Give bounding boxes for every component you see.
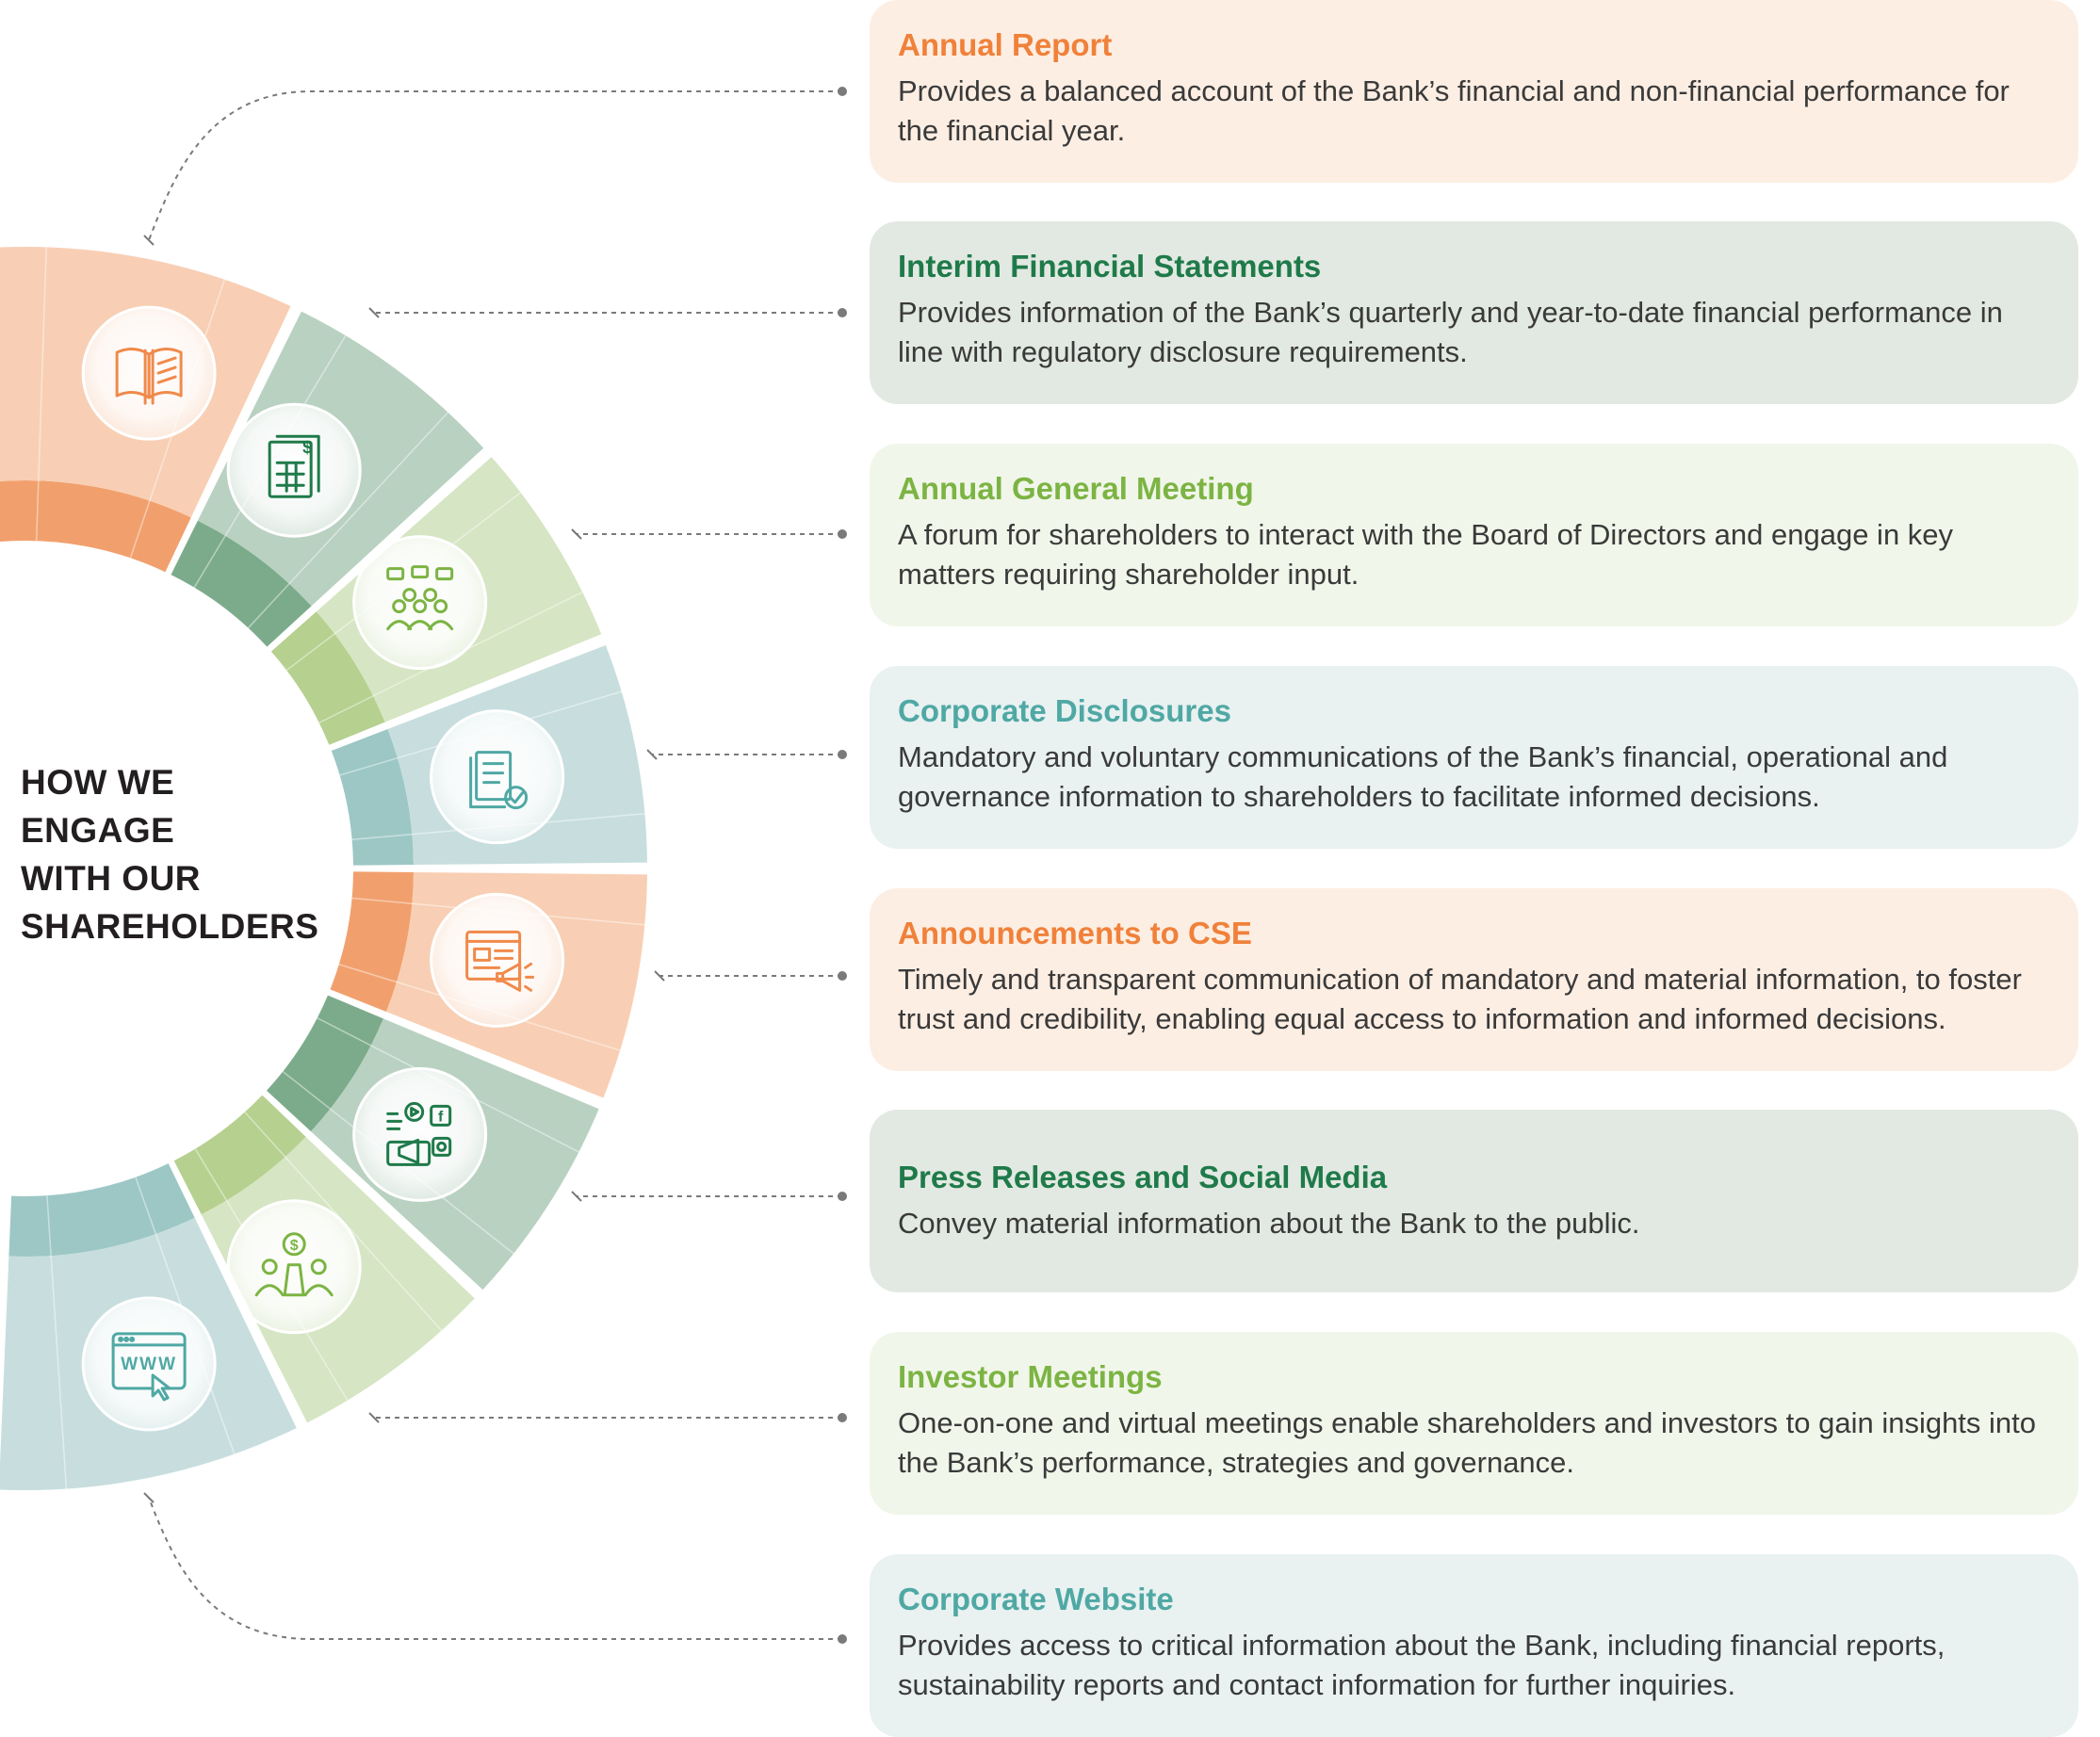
card-investor-meetings: Investor Meetings One-on-one and virtual… (870, 1332, 2078, 1515)
card-press-releases-social-media: Press Releases and Social Media Convey m… (870, 1110, 2078, 1292)
website-icon: WWW (113, 1334, 185, 1400)
card-title: Announcements to CSE (898, 915, 2050, 952)
icon-glyph: $ (290, 1238, 299, 1254)
connector-line (149, 91, 842, 240)
icon-circle (431, 711, 563, 843)
card-title: Corporate Website (898, 1581, 2050, 1618)
card-corporate-disclosures: Corporate Disclosures Mandatory and volu… (870, 666, 2078, 849)
connector-dot (838, 87, 847, 96)
card-description: Provides access to critical information … (898, 1626, 2050, 1705)
diagram-title: HOW WE ENGAGE WITH OUR SHAREHOLDERS (21, 758, 341, 950)
title-line: HOW WE (21, 758, 341, 806)
title-line: ENGAGE (21, 806, 341, 854)
title-line: SHAREHOLDERS (21, 902, 341, 950)
connector-tick (572, 529, 581, 539)
icon-glyph: $ (302, 438, 312, 457)
icon-circle (228, 1201, 360, 1333)
connector-tick (144, 235, 154, 245)
icon-glyph: WWW (121, 1355, 177, 1374)
card-description: One-on-one and virtual meetings enable s… (898, 1404, 2050, 1483)
card-title: Interim Financial Statements (898, 248, 2050, 285)
connector-dot (838, 1634, 847, 1644)
card-title: Investor Meetings (898, 1358, 2050, 1396)
card-interim-financial-statements: Interim Financial Statements Provides in… (870, 221, 2078, 404)
card-annual-general-meeting: Annual General Meeting A forum for share… (870, 444, 2078, 626)
title-line: WITH OUR (21, 854, 341, 902)
icon-circle (354, 537, 486, 669)
card-description: Provides a balanced account of the Bank’… (898, 72, 2050, 151)
connector-line (149, 1498, 842, 1639)
icon-circle (354, 1068, 486, 1200)
connector-dot (838, 308, 847, 317)
card-announcements-to-cse: Announcements to CSE Timely and transpar… (870, 888, 2078, 1071)
connector-dot (838, 1192, 847, 1201)
icon-circle (431, 894, 563, 1026)
card-corporate-website: Corporate Website Provides access to cri… (870, 1554, 2078, 1737)
card-title: Annual Report (898, 26, 2050, 64)
card-annual-report: Annual Report Provides a balanced accoun… (870, 0, 2078, 183)
card-description: Convey material information about the Ba… (898, 1204, 2050, 1243)
connector-dot (838, 529, 847, 539)
connector-dot (838, 750, 847, 759)
card-title: Annual General Meeting (898, 470, 2050, 508)
connector-dot (838, 971, 847, 981)
card-description: Provides information of the Bank’s quart… (898, 293, 2050, 372)
card-description: Timely and transparent communication of … (898, 960, 2050, 1039)
icon-glyph: f (438, 1109, 444, 1125)
connector-dot (838, 1413, 847, 1422)
icon-circle (228, 404, 360, 536)
card-title: Corporate Disclosures (898, 692, 2050, 730)
connector-tick (647, 750, 657, 759)
card-title: Press Releases and Social Media (898, 1159, 2050, 1196)
card-description: Mandatory and voluntary communications o… (898, 738, 2050, 817)
connector-tick (572, 1192, 581, 1201)
card-description: A forum for shareholders to interact wit… (898, 515, 2050, 594)
connector-tick (144, 1493, 154, 1502)
